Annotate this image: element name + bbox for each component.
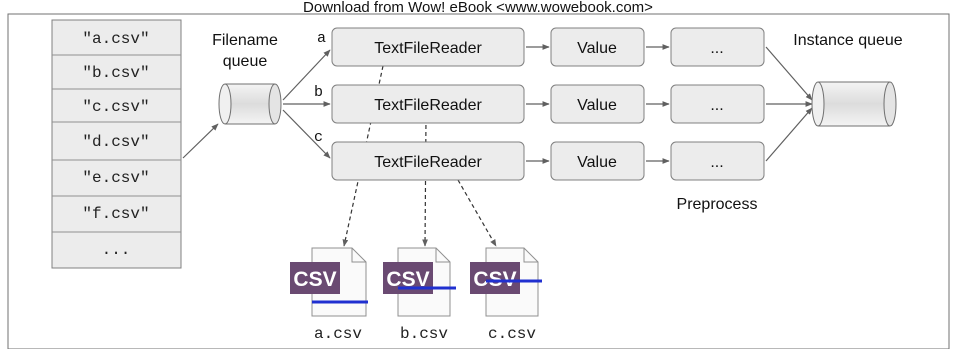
file-list-item: "a.csv" — [82, 30, 149, 48]
value-box-c-label: Value — [577, 154, 617, 171]
csv-filename-c: c.csv — [488, 325, 536, 343]
dashed-arrow-reader-c-to-file-c — [457, 179, 497, 247]
branch-label-a: a — [317, 30, 326, 47]
arrow-row-a-to-instance-queue — [765, 46, 813, 101]
file-list-row: "f.csv" — [52, 205, 181, 233]
value-box-a-label: Value — [577, 40, 617, 57]
file-list-item: "b.csv" — [82, 64, 149, 82]
file-list-item: "c.csv" — [82, 98, 149, 116]
preprocess-box-b-label: ... — [710, 97, 723, 114]
watermark-text: Download from Wow! eBook <www.wowebook.c… — [303, 0, 653, 16]
text-file-reader-c-label: TextFileReader — [374, 154, 482, 171]
file-list-row: "b.csv" — [52, 64, 181, 90]
text-file-reader-a — [331, 27, 525, 67]
csv-filename-a: a.csv — [314, 325, 362, 343]
preprocess-box-c-label: ... — [710, 154, 723, 171]
csv-filename-b: b.csv — [400, 325, 448, 343]
value-box-c — [550, 141, 645, 181]
file-list-row: "a.csv" — [52, 30, 181, 56]
text-file-reader-a-label: TextFileReader — [374, 40, 482, 57]
preprocess-box-a — [670, 27, 765, 67]
filename-queue-cylinder — [218, 83, 282, 125]
arrow-list-to-queue — [182, 123, 219, 159]
arrow-queue-to-reader-a — [282, 49, 331, 101]
value-box-a — [550, 27, 645, 67]
preprocess-box-c — [670, 141, 765, 181]
filename-queue-label-line1: Filename — [212, 32, 278, 49]
file-list: "a.csv" "b.csv" "c.csv" "d.csv" "e.csv" … — [51, 19, 182, 269]
instance-queue-cylinder — [811, 81, 897, 127]
arrow-queue-to-reader-c — [282, 109, 331, 159]
preprocess-box-a-label: ... — [710, 40, 723, 57]
arrow-row-c-to-instance-queue — [765, 107, 813, 162]
value-box-b — [550, 84, 645, 124]
instance-queue-label: Instance queue — [793, 32, 903, 49]
file-list-row: "e.csv" — [52, 169, 181, 197]
file-list-row: "c.csv" — [52, 98, 181, 123]
csv-file-icon-a: CSV — [290, 247, 368, 317]
file-list-item: "d.csv" — [82, 133, 149, 151]
figure-frame — [7, 13, 950, 349]
csv-badge-text-a: CSV — [293, 268, 336, 291]
preprocess-label: Preprocess — [677, 196, 758, 213]
pipeline-row-b: TextFileReader Value ... — [331, 84, 765, 124]
csv-file-icon-b: CSV — [383, 247, 456, 317]
file-list-item: "f.csv" — [82, 205, 149, 223]
branch-label-c: c — [314, 129, 323, 146]
file-list-item: "e.csv" — [82, 169, 149, 187]
csv-badge-text-b: CSV — [386, 268, 429, 291]
value-box-b-label: Value — [577, 97, 617, 114]
dashed-arrow-reader-b-to-file-b — [422, 117, 428, 247]
csv-file-icon-c: CSV — [470, 247, 542, 317]
text-file-reader-c — [331, 141, 525, 181]
preprocess-box-b — [670, 84, 765, 124]
pipeline-row-a: TextFileReader Value ... — [331, 27, 765, 67]
filename-queue-label-line2: queue — [223, 53, 268, 70]
text-file-reader-b — [331, 84, 525, 124]
file-list-ellipsis: ... — [102, 241, 131, 259]
file-list-row: "d.csv" — [52, 133, 181, 161]
text-file-reader-b-label: TextFileReader — [374, 97, 482, 114]
pipeline-row-c: TextFileReader Value ... — [331, 141, 765, 181]
branch-label-b: b — [314, 84, 323, 101]
